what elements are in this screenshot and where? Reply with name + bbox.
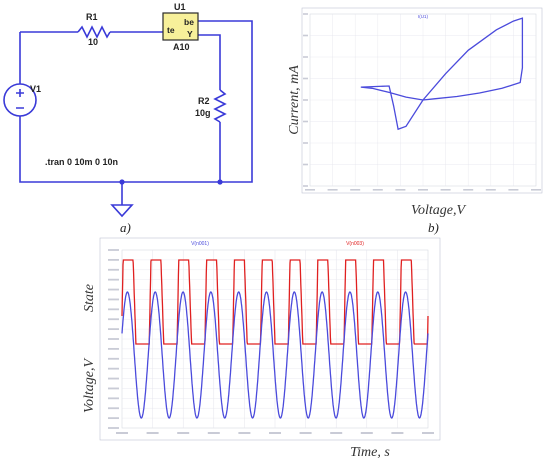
u1-pin-y: Y xyxy=(187,29,193,39)
spice-directive: .tran 0 10m 0 10n xyxy=(45,157,118,167)
y-tick-mark xyxy=(303,13,308,15)
y-tick-mark xyxy=(108,318,119,321)
y-tick-mark xyxy=(303,99,308,101)
y-tick-mark xyxy=(303,185,308,187)
x-tick-mark xyxy=(440,189,451,191)
y-tick-mark xyxy=(108,268,119,271)
v1-polarity xyxy=(16,89,24,109)
state-trace-series xyxy=(121,259,429,345)
x-tick-mark xyxy=(360,432,373,434)
y-tick-mark xyxy=(108,258,119,261)
legend-vn003: V(n003) xyxy=(346,241,364,247)
y-tick-mark xyxy=(108,298,119,301)
y-tick-mark xyxy=(108,417,119,420)
voltage-trace-series xyxy=(121,291,429,419)
r2-name: R2 xyxy=(198,96,210,106)
x-tick-mark xyxy=(269,432,281,434)
y-tick-mark xyxy=(108,328,119,331)
r1-name: R1 xyxy=(86,12,98,22)
x-tick-mark xyxy=(531,189,541,191)
x-tick-mark xyxy=(146,432,159,434)
y-tick-mark xyxy=(108,288,119,291)
legend-vn001: V(n001) xyxy=(191,241,209,247)
x-tick-mark xyxy=(299,432,312,434)
panel-a-schematic: R1 10 U1 te be Y A10 V1 R2 10g .tran 0 1… xyxy=(3,2,253,235)
y-tick-mark xyxy=(303,56,308,58)
u1-pin-be: be xyxy=(184,17,194,27)
u1-pin-te: te xyxy=(167,25,175,35)
x-tick-mark xyxy=(238,432,251,434)
junction-dot xyxy=(217,179,223,185)
x-tick-mark xyxy=(207,432,220,434)
y-tick-mark xyxy=(303,77,308,80)
x-tick-mark xyxy=(177,432,190,434)
y-tick-mark xyxy=(303,34,308,37)
x-tick-mark xyxy=(305,189,315,191)
x-tick-mark xyxy=(418,189,428,191)
v1-name: V1 xyxy=(30,84,41,94)
y-tick-mark xyxy=(108,249,119,251)
x-tick-mark xyxy=(422,432,434,434)
y-tick-mark xyxy=(108,357,119,360)
x-tick-mark xyxy=(327,189,338,191)
x-tick-mark xyxy=(391,432,404,434)
r1-value: 10 xyxy=(88,37,98,47)
r2-value: 10g xyxy=(195,108,211,118)
x-tick-mark xyxy=(485,189,496,191)
ground-symbol xyxy=(110,204,134,218)
y-tick-mark xyxy=(303,163,308,166)
x-tick-mark xyxy=(463,189,474,191)
wire-u1-right xyxy=(120,20,253,183)
y-tick-mark xyxy=(108,338,119,340)
x-tick-mark xyxy=(116,432,128,434)
wire-left xyxy=(19,32,123,205)
r1-symbol xyxy=(77,25,111,39)
iv-legend: I(U1) xyxy=(418,14,429,19)
wire-u1-r2 xyxy=(198,34,221,90)
state-y-label: State xyxy=(82,284,97,312)
voltage-y-label: Voltage,V xyxy=(82,358,97,413)
iv-trace-series xyxy=(360,17,524,131)
time-x-label: Time, s xyxy=(350,445,390,460)
y-tick-mark xyxy=(108,427,119,429)
u1-value: A10 xyxy=(173,42,190,52)
x-tick-mark xyxy=(350,189,361,191)
y-tick-mark xyxy=(108,367,119,370)
iv-y-label: Current, mA xyxy=(287,65,302,135)
y-tick-mark xyxy=(108,397,119,400)
x-tick-mark xyxy=(395,189,406,191)
panel-b-caption: b) xyxy=(428,220,439,235)
junction-dot xyxy=(119,179,125,185)
y-tick-mark xyxy=(108,347,119,350)
x-tick-mark xyxy=(372,189,383,191)
r2-symbol xyxy=(213,89,227,123)
panel-c-time-chart: V(n001) V(n003) State Voltage,V Time, s xyxy=(82,237,441,460)
panel-b-iv-chart: I(U1) Current, mA Voltage,V b) xyxy=(287,7,543,235)
panel-a-caption: a) xyxy=(120,220,131,235)
y-tick-mark xyxy=(108,407,119,410)
y-tick-mark xyxy=(108,278,119,281)
u1-block xyxy=(162,12,199,41)
y-tick-mark xyxy=(303,120,308,123)
y-tick-mark xyxy=(108,387,119,390)
x-tick-mark xyxy=(508,189,519,191)
u1-name: U1 xyxy=(174,2,186,12)
iv-x-label: Voltage,V xyxy=(411,203,466,218)
y-tick-mark xyxy=(303,142,308,144)
y-tick-mark xyxy=(108,377,119,380)
v1-symbol xyxy=(3,83,37,117)
y-tick-mark xyxy=(108,308,119,311)
x-tick-mark xyxy=(330,432,343,434)
